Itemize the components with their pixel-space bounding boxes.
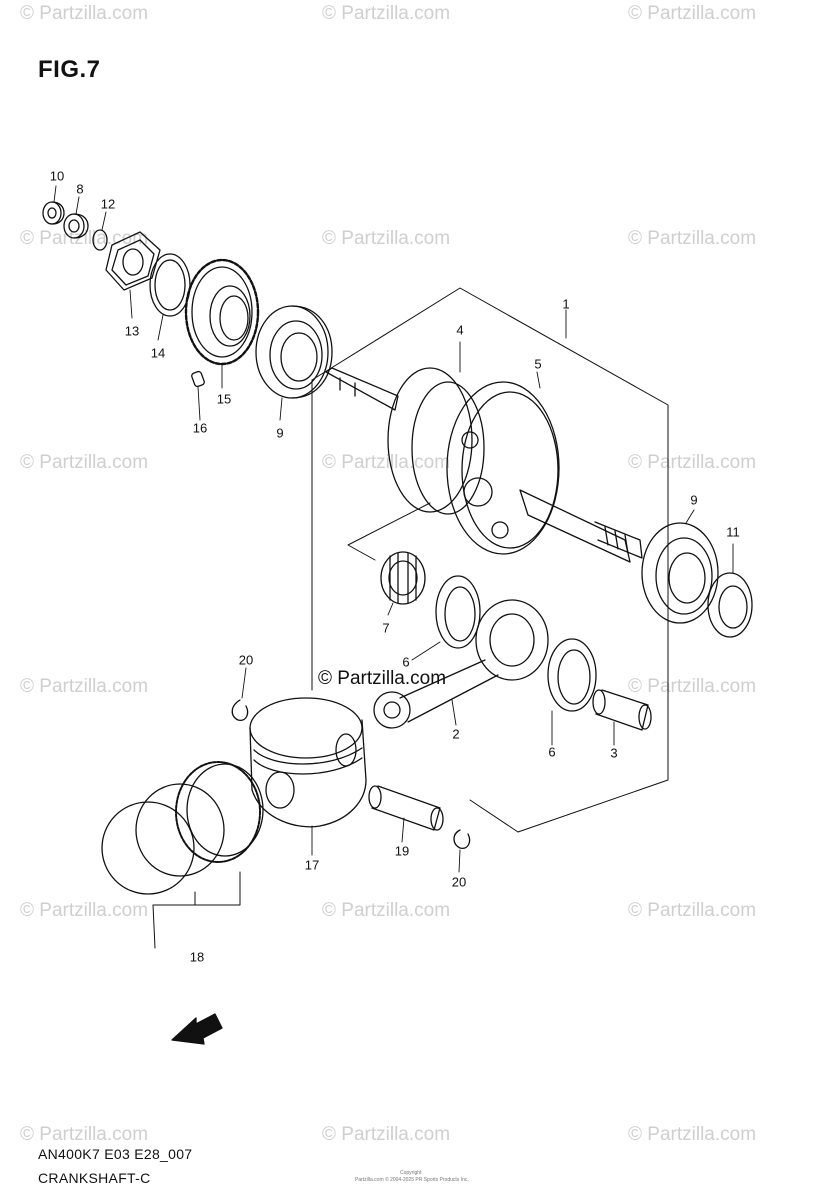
bearing-part-9-right	[641, 522, 719, 624]
figure-title: FIG.7	[38, 56, 101, 83]
washer-part-14	[149, 253, 191, 317]
callout-part-1: 1	[562, 296, 570, 312]
callout-part-17: 17	[304, 857, 320, 873]
watermark: © Partzilla.com	[20, 452, 149, 473]
copyright-heading: Copyright	[400, 1170, 422, 1176]
piston-pin-part-19	[368, 785, 444, 831]
callout-part-20: 20	[451, 874, 467, 890]
bearing-part-8	[63, 213, 89, 239]
watermark: © Partzilla.com	[20, 1124, 149, 1145]
watermark: © Partzilla.com	[20, 3, 149, 24]
circlip-part-12	[92, 229, 108, 251]
thrust-washer-part-6-upper	[435, 575, 481, 649]
nut-part-13	[105, 231, 161, 291]
watermark: © Partzilla.com	[628, 676, 757, 697]
callout-part-16: 16	[192, 420, 208, 436]
oil-seal-part-10	[42, 201, 65, 225]
callout-part-9: 9	[276, 425, 284, 441]
watermark: © Partzilla.com	[20, 676, 149, 697]
callout-part-5: 5	[534, 356, 542, 372]
watermark: © Partzilla.com	[628, 3, 757, 24]
callout-part-7: 7	[382, 620, 390, 636]
callout-part-19: 19	[394, 843, 410, 859]
gear-part-15	[184, 258, 260, 366]
callout-part-3: 3	[610, 745, 618, 761]
watermark: © Partzilla.com	[322, 452, 451, 473]
callout-part-18: 18	[189, 949, 205, 965]
callout-part-9: 9	[690, 492, 698, 508]
watermark: © Partzilla.com	[322, 3, 451, 24]
piston-part-17	[249, 697, 367, 828]
watermark: © Partzilla.com	[322, 900, 451, 921]
bearing-part-9-left	[255, 305, 333, 399]
section-name: CRANKSHAFT-C	[38, 1170, 151, 1186]
watermark: © Partzilla.com	[628, 1124, 757, 1145]
callout-part-6: 6	[548, 744, 556, 760]
callout-part-12: 12	[100, 196, 116, 212]
thrust-washer-part-6-lower	[547, 638, 597, 712]
callout-part-10: 10	[49, 168, 65, 184]
watermark: © Partzilla.com	[322, 228, 451, 249]
callout-part-8: 8	[76, 181, 84, 197]
watermark: © Partzilla.com	[322, 1124, 451, 1145]
callout-part-11: 11	[726, 524, 740, 540]
callout-part-4: 4	[456, 322, 464, 338]
model-code: AN400K7 E03 E28_007	[38, 1146, 193, 1162]
needle-bearing-part-7	[380, 551, 426, 605]
watermark: © Partzilla.com	[20, 900, 149, 921]
callout-part-15: 15	[216, 391, 232, 407]
callout-part-6: 6	[402, 654, 410, 670]
crank-pin-part-3	[592, 689, 652, 731]
callout-part-14: 14	[150, 345, 166, 361]
callout-part-13: 13	[124, 323, 140, 339]
piston-ring-set-part-18	[101, 761, 264, 949]
leader-lines	[53, 185, 734, 873]
watermark-center: © Partzilla.com	[318, 668, 447, 689]
forward-arrow-icon	[171, 1013, 223, 1045]
key-part-16	[191, 370, 205, 388]
watermark: © Partzilla.com	[628, 228, 757, 249]
watermark: © Partzilla.com	[628, 452, 757, 473]
assembly-bracket-1	[311, 287, 669, 833]
copyright-notice: Partzilla.com © 2004-2025 PR Sports Prod…	[355, 1177, 469, 1183]
crankshaft-part-4-5	[325, 367, 643, 563]
callout-part-20: 20	[238, 652, 254, 668]
watermark: © Partzilla.com	[628, 900, 757, 921]
oil-seal-part-11	[707, 572, 753, 638]
connecting-rod-part-2	[373, 599, 549, 729]
callout-part-2: 2	[452, 726, 460, 742]
circlip-part-20-right	[453, 829, 471, 849]
circlip-part-20-left	[231, 699, 249, 721]
